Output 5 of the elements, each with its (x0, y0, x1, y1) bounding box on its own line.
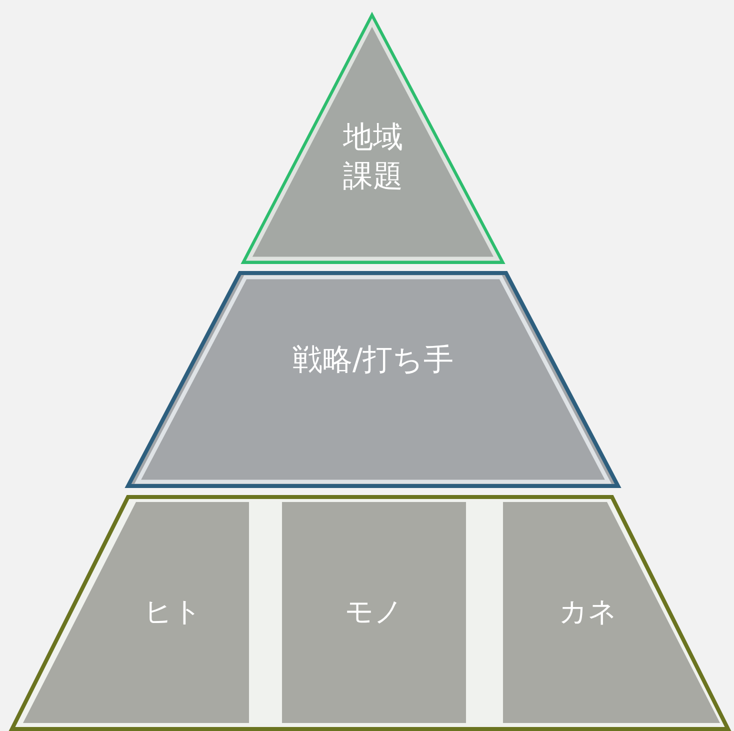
label-text: 戦略/打ち手 (291, 342, 455, 380)
label-text: モノ (344, 594, 404, 630)
label-text: カネ (558, 594, 618, 630)
label-text: ヒト (143, 594, 203, 630)
label-text: 地域課題 (343, 119, 403, 196)
